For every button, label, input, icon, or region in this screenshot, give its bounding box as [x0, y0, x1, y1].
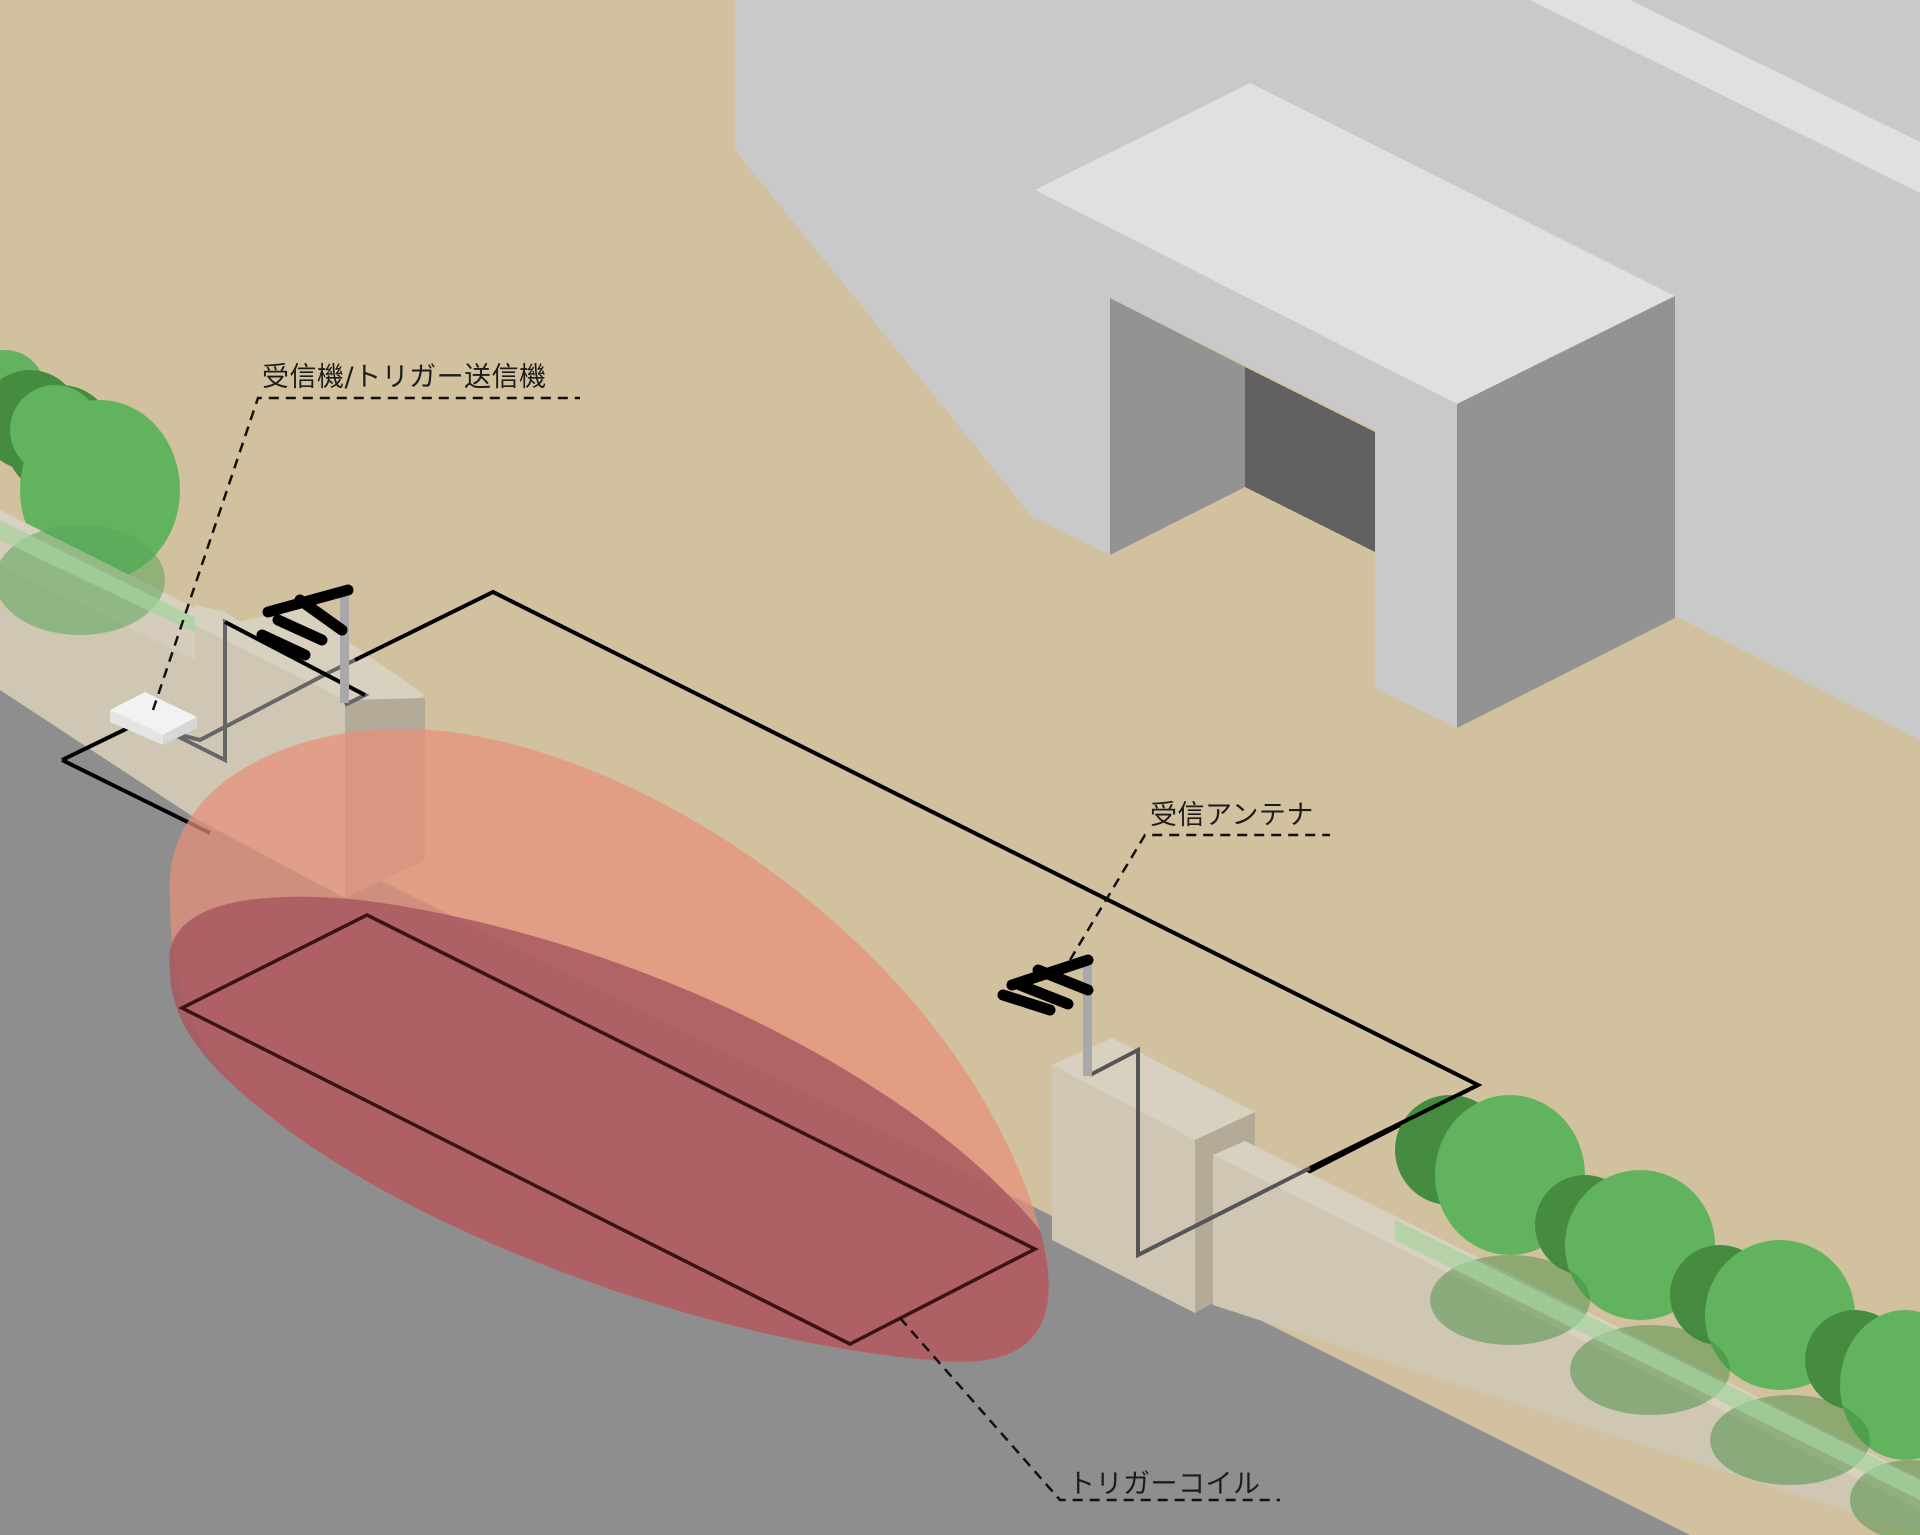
label-receiver-transmitter: 受信機/トリガー送信機 — [262, 362, 547, 393]
leader-coil — [899, 1317, 1280, 1502]
left-yagi-antenna — [256, 584, 354, 703]
right-yagi-antenna — [997, 954, 1094, 1076]
leader-lines — [151, 396, 1330, 1502]
label-receiving-antenna: 受信アンテナ — [1150, 800, 1314, 831]
background-building — [735, 0, 1920, 740]
hedge-right — [1395, 1095, 1920, 1535]
left-wall — [0, 510, 200, 818]
road — [0, 690, 1920, 1535]
trigger-coil-loop — [178, 913, 1039, 1346]
right-wall — [1213, 1141, 1920, 1535]
leader-antenna — [1068, 833, 1330, 961]
label-trigger-coil: トリガーコイル — [1068, 1469, 1261, 1500]
magnetic-field-lobe — [169, 728, 1049, 1362]
receiver-transmitter-box — [110, 692, 197, 745]
leader-receiver — [151, 396, 580, 711]
right-cabling — [1089, 1046, 1479, 1259]
canopy-building — [1035, 83, 1675, 728]
